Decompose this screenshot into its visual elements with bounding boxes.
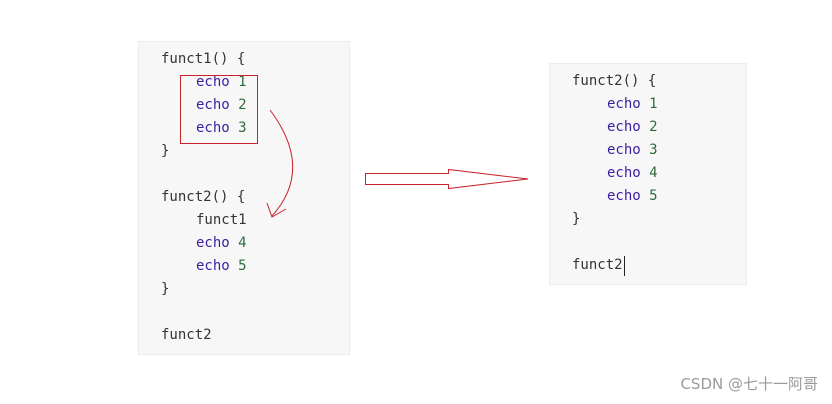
keyword: echo xyxy=(196,74,230,90)
code-line-funct2-def: funct2() { xyxy=(572,73,657,89)
number: 2 xyxy=(649,119,658,135)
code-line-echo-2: echo 2 xyxy=(196,94,247,117)
code-line-close-brace: } xyxy=(572,211,581,227)
code-line-funct1-def: funct1() { xyxy=(161,51,246,67)
keyword: echo xyxy=(196,97,230,113)
number: 3 xyxy=(238,120,247,136)
code-line-close-brace: } xyxy=(161,281,170,297)
keyword: echo xyxy=(196,258,230,274)
number: 2 xyxy=(238,97,247,113)
keyword: echo xyxy=(196,120,230,136)
code-line-echo-3: echo 3 xyxy=(607,139,658,162)
code-line-echo-1: echo 1 xyxy=(196,71,247,94)
code-line-funct2-call: funct2 xyxy=(161,327,212,343)
code-line-echo-2: echo 2 xyxy=(607,116,658,139)
code-line-funct1-call: funct1 xyxy=(196,212,247,228)
number: 5 xyxy=(649,188,658,204)
right-code-block xyxy=(549,63,747,285)
code-line-close-brace: } xyxy=(161,143,170,159)
left-code-block xyxy=(138,41,350,355)
watermark: CSDN @七十一阿哥 xyxy=(680,375,818,393)
number: 3 xyxy=(649,142,658,158)
code-line-echo-3: echo 3 xyxy=(196,117,247,140)
keyword: echo xyxy=(196,235,230,251)
code-line-echo-5: echo 5 xyxy=(607,185,658,208)
curved-arrow xyxy=(269,109,294,217)
highlight-box xyxy=(180,75,258,144)
keyword: echo xyxy=(607,96,641,112)
number: 4 xyxy=(649,165,658,181)
keyword: echo xyxy=(607,119,641,135)
curved-arrow-head-icon xyxy=(266,202,287,218)
code-line-funct2-def: funct2() { xyxy=(161,189,246,205)
code-line-funct2-call: funct2 xyxy=(572,257,623,273)
keyword: echo xyxy=(607,142,641,158)
number: 1 xyxy=(238,74,247,90)
code-line-echo-5: echo 5 xyxy=(196,255,247,278)
transform-arrow-icon xyxy=(365,168,529,190)
keyword: echo xyxy=(607,165,641,181)
number: 5 xyxy=(238,258,247,274)
code-line-echo-4: echo 4 xyxy=(196,232,247,255)
number: 1 xyxy=(649,96,658,112)
number: 4 xyxy=(238,235,247,251)
text-cursor xyxy=(624,256,625,276)
code-line-echo-1: echo 1 xyxy=(607,93,658,116)
keyword: echo xyxy=(607,188,641,204)
code-line-echo-4: echo 4 xyxy=(607,162,658,185)
